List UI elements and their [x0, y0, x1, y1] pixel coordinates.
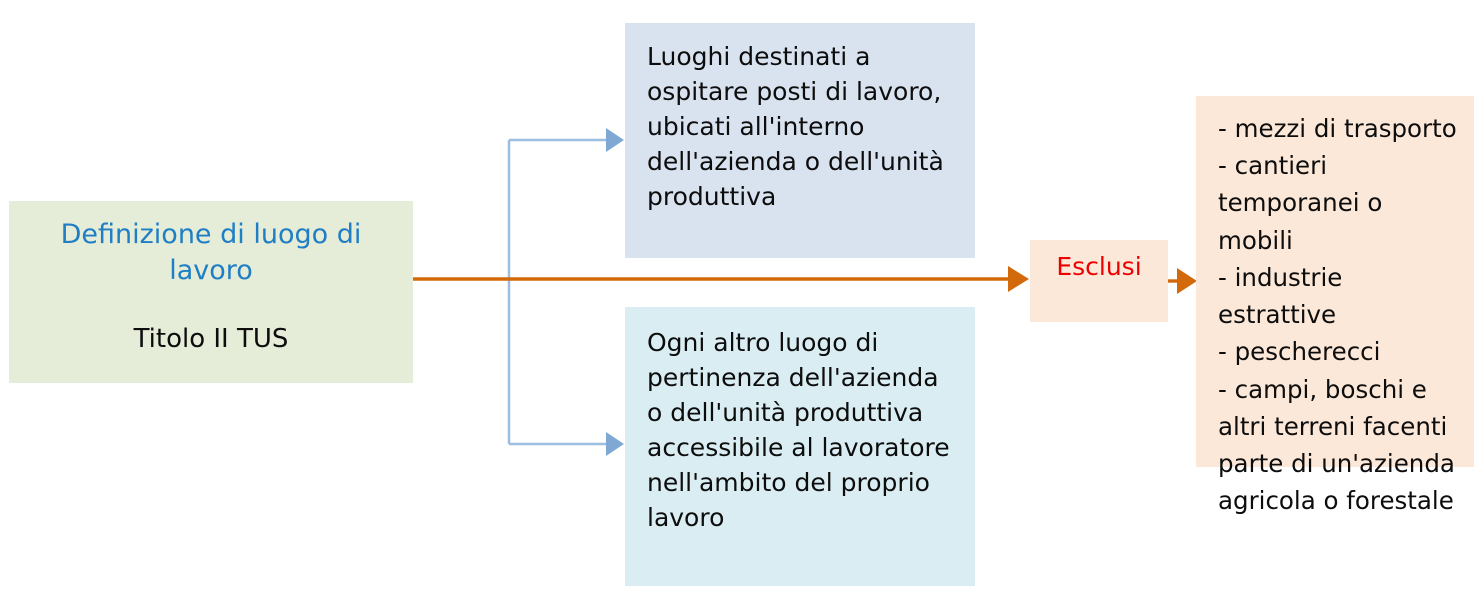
definition-subtitle: Titolo II TUS	[133, 324, 289, 355]
branch-arrowhead-top-icon	[606, 128, 624, 152]
branch-box-luoghi-destinati: Luoghi destinati a ospitare posti di lav…	[625, 23, 975, 258]
branch-arrowhead-bottom-icon	[606, 432, 624, 456]
exclusions-label-box: Esclusi	[1030, 240, 1168, 322]
branch-text-luoghi-destinati: Luoghi destinati a ospitare posti di lav…	[647, 42, 944, 211]
definition-title: Definizione di luogo di lavoro	[60, 219, 362, 286]
exclusions-arrowhead-icon	[1177, 268, 1197, 294]
branch-text-ogni-altro-luogo: Ogni altro luogo di pertinenza dell'azie…	[647, 328, 950, 532]
branch-box-ogni-altro-luogo: Ogni altro luogo di pertinenza dell'azie…	[625, 307, 975, 586]
exclusions-list-text: - mezzi di trasporto - cantieri temporan…	[1218, 114, 1457, 516]
exclusions-label-text: Esclusi	[1056, 252, 1142, 281]
exclusions-list-box: - mezzi di trasporto - cantieri temporan…	[1196, 96, 1474, 515]
main-arrowhead-icon	[1008, 266, 1029, 292]
definition-box: Definizione di luogo di lavoro Titolo II…	[9, 201, 413, 383]
